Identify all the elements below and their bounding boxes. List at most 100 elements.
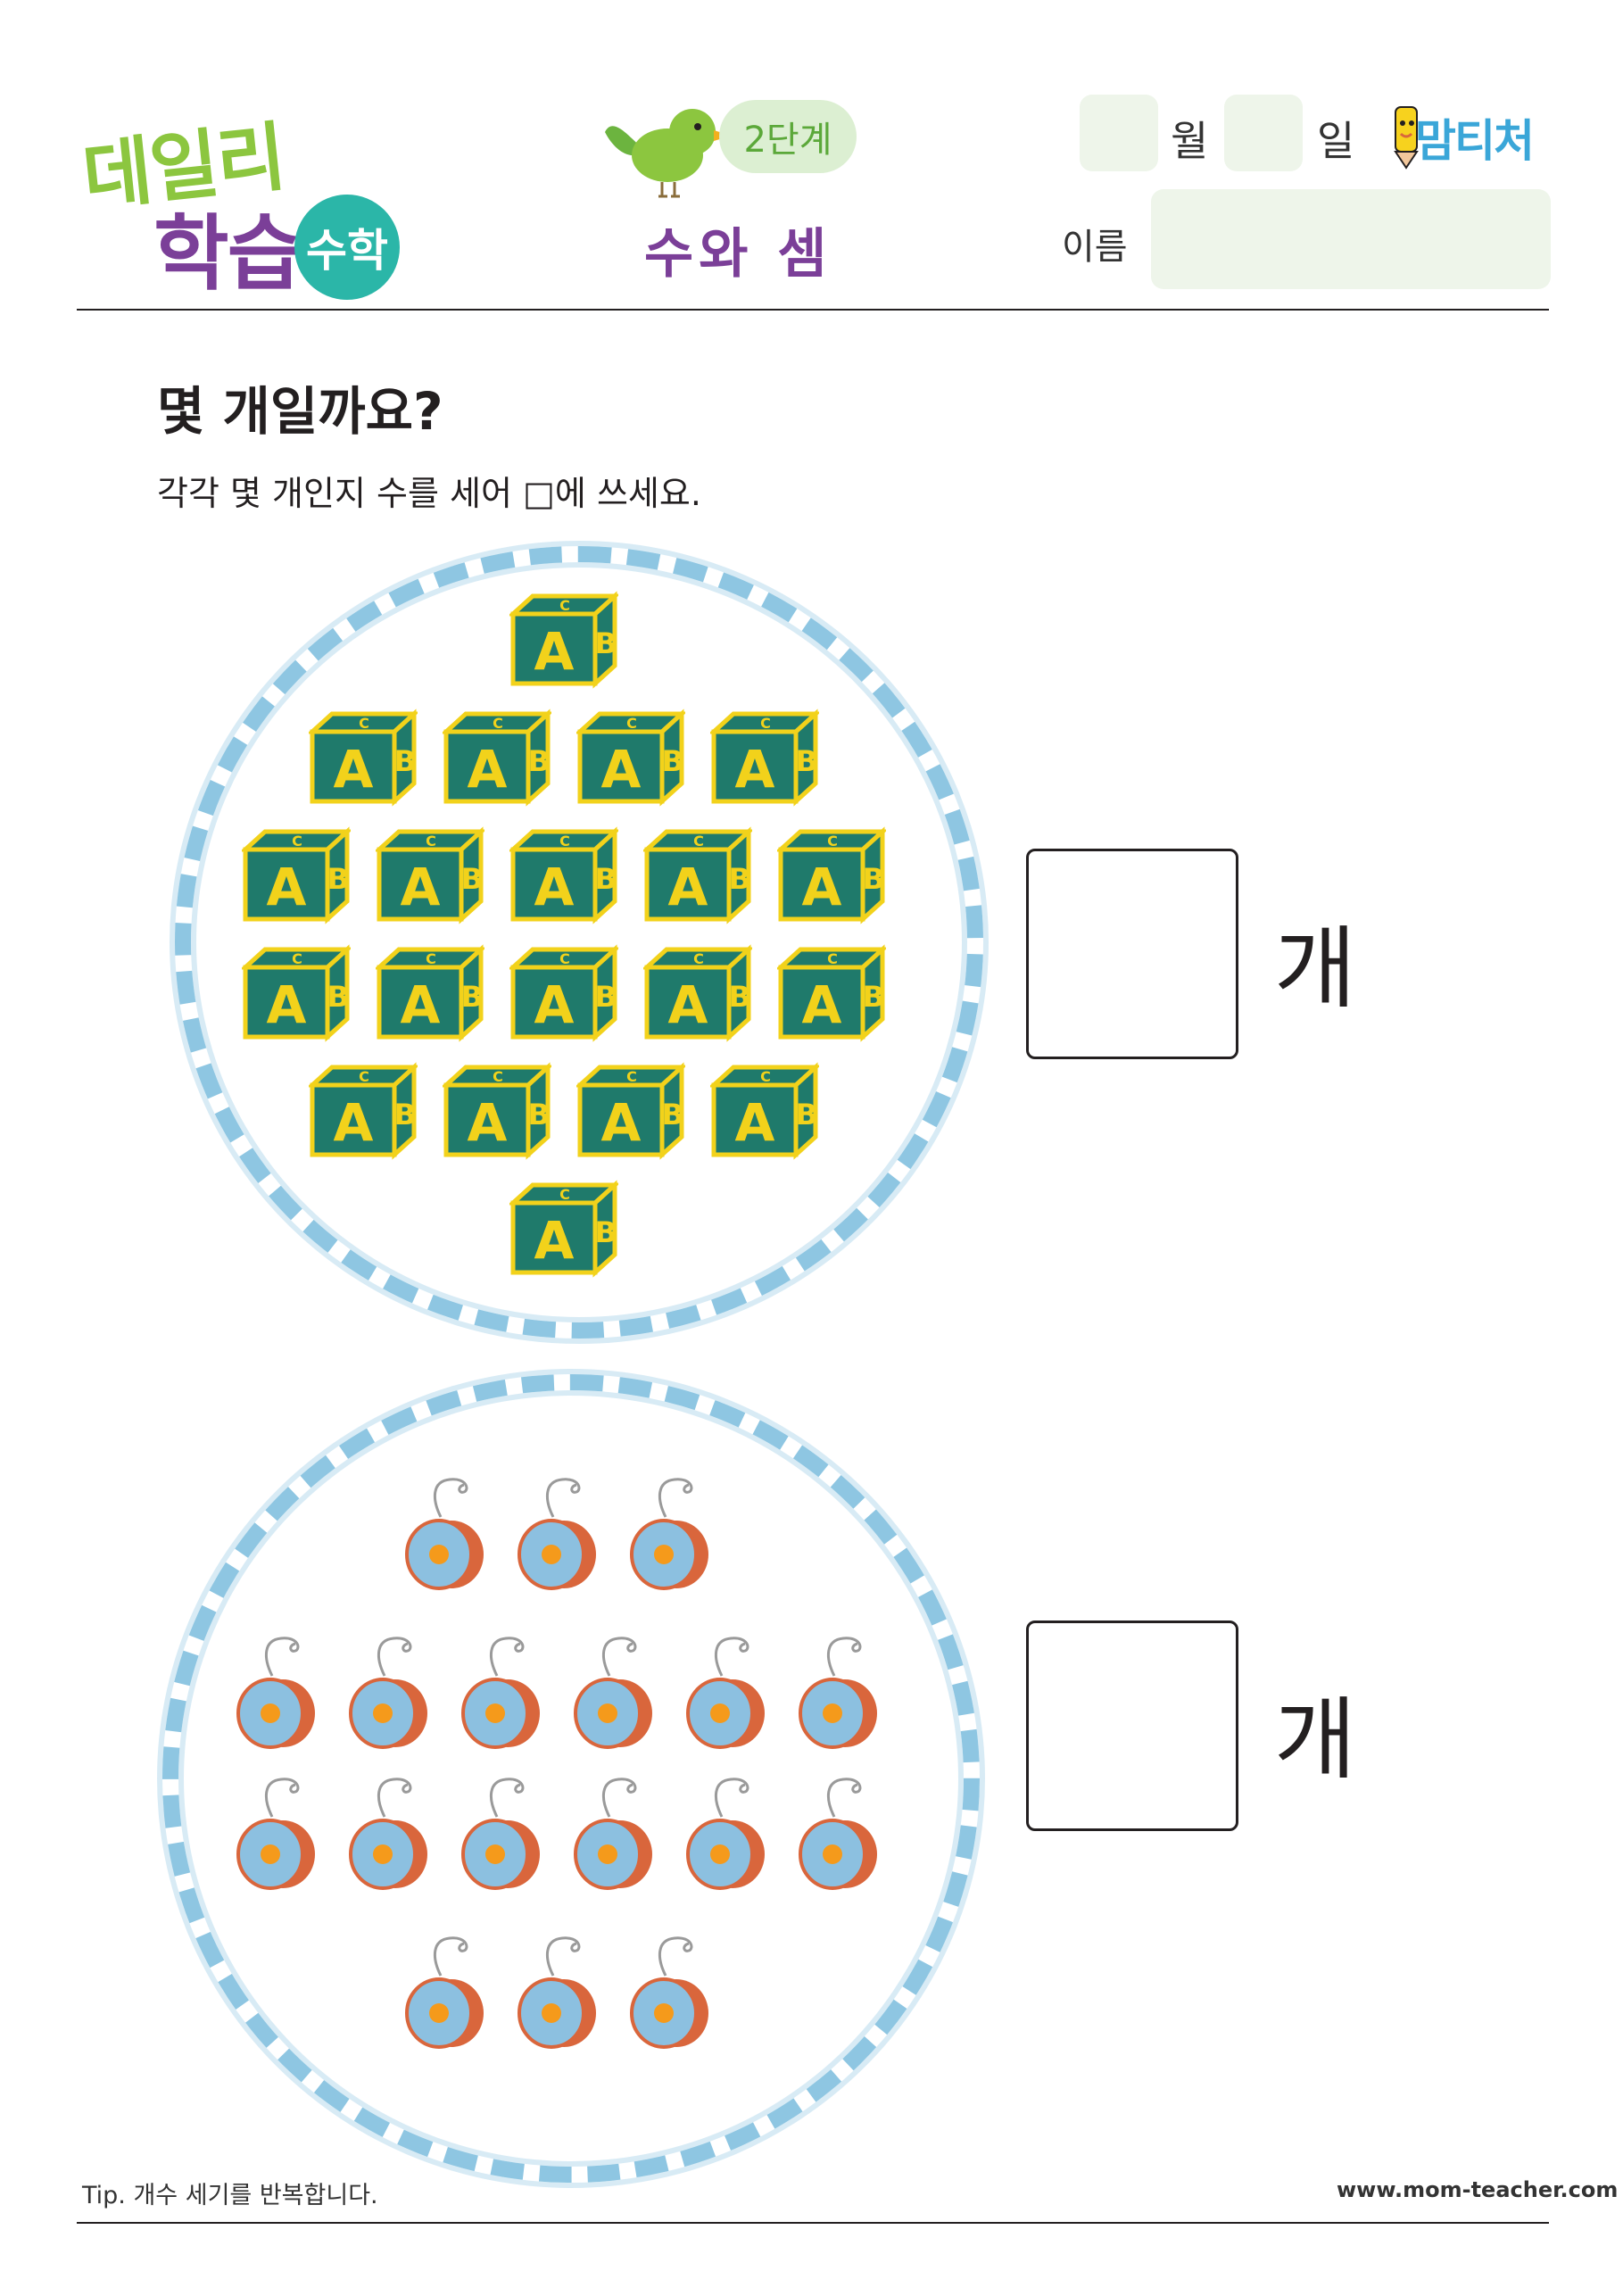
svg-text:A: A (401, 857, 441, 917)
svg-text:C: C (426, 833, 436, 850)
svg-text:B: B (729, 862, 750, 896)
yoyo-icon (518, 1478, 596, 1590)
svg-text:C: C (493, 715, 503, 732)
svg-text:A: A (267, 974, 307, 1035)
day-label: 일 (1317, 117, 1355, 165)
logo-badge-math: 수학 (294, 195, 400, 300)
yoyo-icon (349, 1778, 427, 1890)
yoyo-icon (518, 1936, 596, 2049)
svg-text:C: C (559, 950, 570, 967)
svg-text:A: A (601, 1092, 642, 1153)
day-field[interactable] (1224, 95, 1303, 171)
svg-text:A: A (534, 857, 575, 917)
svg-text:B: B (394, 744, 416, 778)
yoyo-icon (461, 1637, 540, 1749)
svg-text:B: B (662, 1098, 683, 1131)
problem-2-answer-box[interactable] (1026, 1620, 1238, 1831)
svg-text:A: A (735, 1092, 775, 1153)
svg-text:C: C (760, 1068, 771, 1085)
svg-text:B: B (595, 626, 617, 660)
svg-text:B: B (461, 980, 483, 1014)
yoyo-icon (630, 1936, 708, 2049)
svg-text:A: A (468, 739, 508, 800)
yoyo-icon (236, 1778, 315, 1890)
svg-text:C: C (359, 715, 369, 732)
problem-2-unit: 개 (1274, 1687, 1356, 1792)
svg-text:B: B (394, 1098, 416, 1131)
svg-text:C: C (359, 1068, 369, 1085)
svg-text:A: A (802, 974, 842, 1035)
name-label: 이름 (1062, 227, 1128, 268)
svg-text:B: B (796, 744, 817, 778)
svg-text:A: A (334, 739, 374, 800)
svg-text:B: B (528, 744, 550, 778)
svg-text:B: B (528, 1098, 550, 1131)
svg-text:A: A (601, 739, 642, 800)
svg-text:A: A (668, 857, 708, 917)
svg-text:C: C (626, 715, 637, 732)
level-badge: 2단계 (719, 100, 857, 173)
header-divider (77, 309, 1549, 311)
svg-text:C: C (693, 950, 704, 967)
svg-text:C: C (493, 1068, 503, 1085)
svg-text:B: B (327, 980, 349, 1014)
yoyo-icon (799, 1637, 877, 1749)
pencil-mascot-icon (1394, 106, 1419, 170)
svg-text:B: B (461, 862, 483, 896)
svg-text:C: C (760, 715, 771, 732)
yoyo-icon (686, 1778, 765, 1890)
svg-text:C: C (292, 950, 302, 967)
yoyo-icon (686, 1637, 765, 1749)
svg-text:B: B (796, 1098, 817, 1131)
problem-1-answer-box[interactable] (1026, 849, 1238, 1059)
svg-text:A: A (267, 857, 307, 917)
svg-text:A: A (534, 974, 575, 1035)
svg-text:B: B (327, 862, 349, 896)
svg-text:A: A (668, 974, 708, 1035)
question-instruction: 각각 몇 개인지 수를 세어 □에 쓰세요. (157, 474, 701, 513)
yoyo-icon (799, 1778, 877, 1890)
svg-text:C: C (559, 1186, 570, 1203)
svg-text:C: C (292, 833, 302, 850)
name-field[interactable] (1151, 189, 1551, 289)
yoyo-icon (236, 1637, 315, 1749)
daily-learning-logo: 데일리 학습 수학 (79, 107, 421, 302)
footer-website: www.mom-teacher.com (1337, 2177, 1619, 2202)
svg-text:A: A (334, 1092, 374, 1153)
svg-text:A: A (534, 1210, 575, 1271)
footer-tip: Tip. 개수 세기를 반복합니다. (82, 2182, 378, 2209)
question-title: 몇 개일까요? (157, 381, 443, 442)
svg-text:C: C (626, 1068, 637, 1085)
svg-text:A: A (735, 739, 775, 800)
svg-text:B: B (729, 980, 750, 1014)
svg-text:A: A (401, 974, 441, 1035)
svg-text:A: A (468, 1092, 508, 1153)
svg-text:A: A (534, 621, 575, 682)
yoyo-icon (405, 1478, 484, 1590)
yoyo-icon (630, 1478, 708, 1590)
month-field[interactable] (1080, 95, 1158, 171)
logo-text-learning: 학습 (153, 206, 302, 302)
yoyo-icon (405, 1936, 484, 2049)
svg-text:B: B (595, 862, 617, 896)
bird-icon (605, 109, 732, 198)
month-label: 월 (1171, 117, 1209, 165)
svg-text:B: B (863, 980, 884, 1014)
svg-text:C: C (426, 950, 436, 967)
yoyo-icon (349, 1637, 427, 1749)
footer-divider (77, 2222, 1549, 2224)
